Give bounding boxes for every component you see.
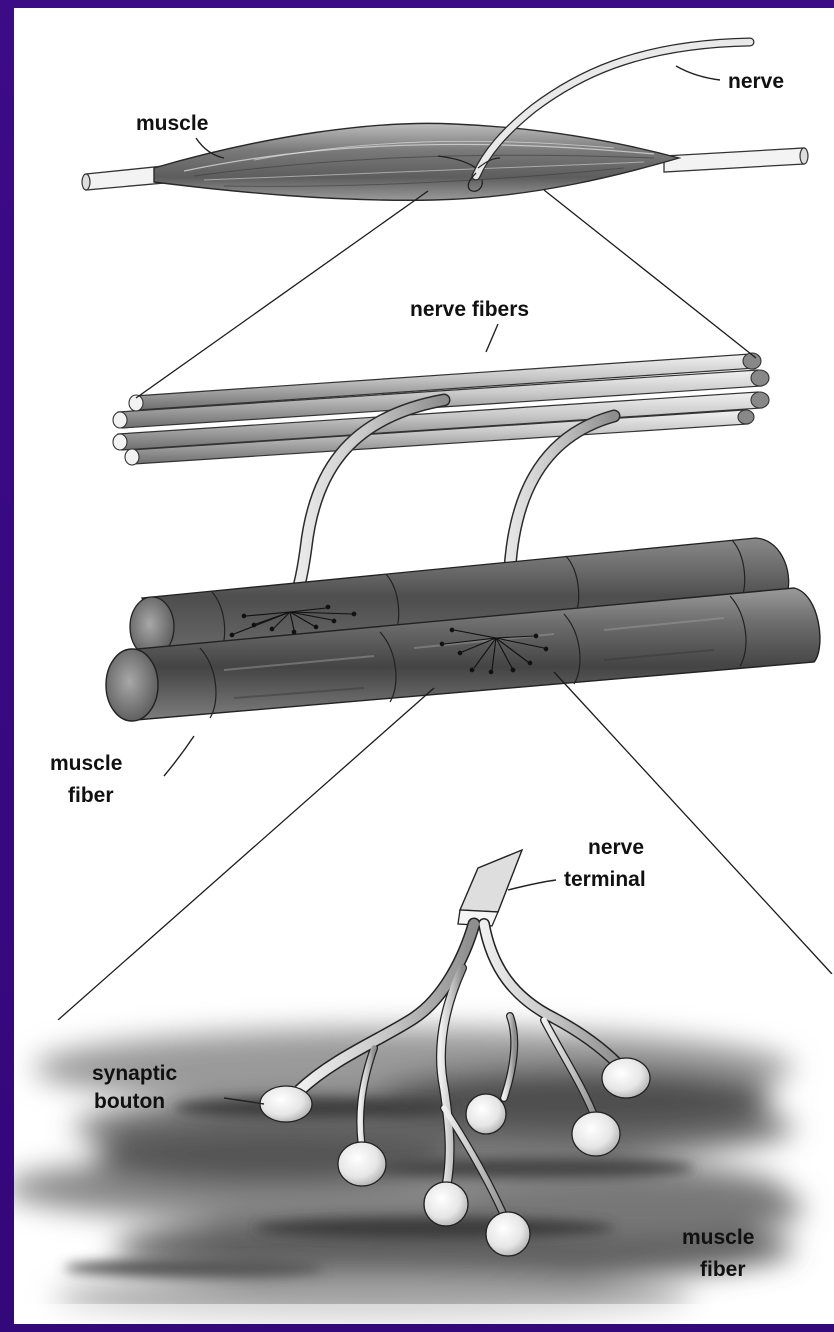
label-muscle-fiber-middle-line1: muscle xyxy=(50,752,122,775)
label-nerve-terminal-line1: nerve xyxy=(588,836,644,859)
label-muscle-text: muscle xyxy=(136,112,208,135)
bouton xyxy=(602,1058,650,1098)
label-nerve: nerve xyxy=(676,66,784,93)
bouton xyxy=(572,1112,620,1156)
label-synaptic-bouton-line1: synaptic xyxy=(92,1062,178,1085)
bouton xyxy=(338,1142,386,1186)
label-nerve-terminal: nerve terminal xyxy=(508,836,646,891)
bouton xyxy=(424,1182,468,1226)
label-muscle-fiber-middle-line2: fiber xyxy=(68,784,114,807)
muscle-fiber-cylinders xyxy=(106,538,820,721)
bouton xyxy=(486,1212,530,1256)
label-nerve-fibers-text: nerve fibers xyxy=(410,298,529,321)
label-nerve-terminal-line2: terminal xyxy=(564,868,646,891)
label-nerve-fibers: nerve fibers xyxy=(410,298,529,352)
bouton xyxy=(260,1086,312,1122)
label-muscle-fiber-bottom-line2: fiber xyxy=(700,1258,746,1281)
label-nerve-text: nerve xyxy=(728,70,784,93)
label-muscle: muscle xyxy=(136,112,224,158)
bouton xyxy=(466,1094,506,1134)
illustration-panel: nerve muscle nerve fibers muscle fiber n… xyxy=(14,8,834,1324)
label-muscle-fiber-middle: muscle fiber xyxy=(50,736,194,807)
label-muscle-fiber-bottom-line1: muscle xyxy=(682,1226,754,1249)
nerve-fiber-bundle xyxy=(113,353,769,465)
label-synaptic-bouton-line2: bouton xyxy=(94,1090,165,1113)
neuromuscular-junction-diagram: nerve muscle nerve fibers muscle fiber n… xyxy=(14,8,834,1324)
